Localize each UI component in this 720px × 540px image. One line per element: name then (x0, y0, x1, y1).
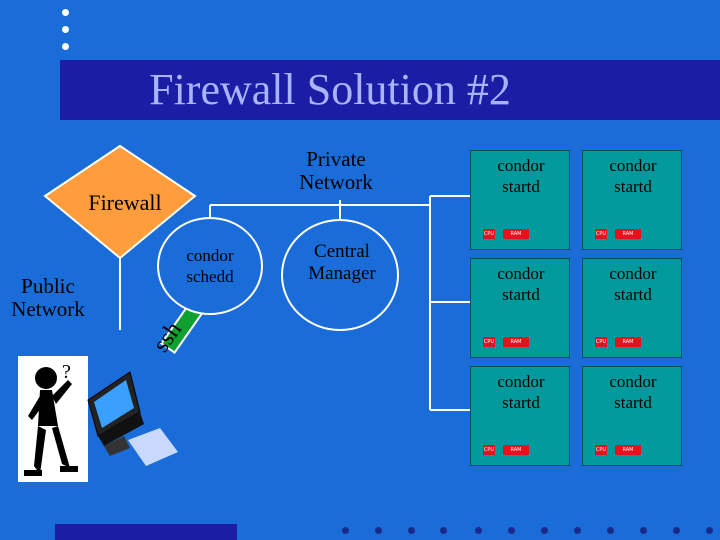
startd-line2: startd (614, 285, 652, 304)
startd-line2: startd (614, 393, 652, 412)
central-manager-label: Central Manager (292, 241, 392, 285)
schedd-label: condor schedd (168, 245, 252, 287)
decor-dot (475, 527, 482, 534)
decor-dot (440, 527, 447, 534)
startd-node: condor startd CPU RAM (470, 366, 570, 466)
decor-dot (375, 527, 382, 534)
bottom-bar (55, 524, 237, 540)
central-manager-oval (281, 219, 399, 331)
startd-node: condor startd CPU RAM (470, 150, 570, 250)
cpu-chip: CPU (595, 337, 607, 347)
ram-chip: RAM (615, 229, 641, 239)
decor-dot (62, 43, 69, 50)
cpu-chip: CPU (483, 337, 495, 347)
decor-dot (607, 527, 614, 534)
decor-dot (342, 527, 349, 534)
ram-chip: RAM (615, 445, 641, 455)
central-manager-line1: Central (314, 241, 370, 262)
public-network-line1: Public (21, 274, 75, 298)
ram-chip: RAM (503, 229, 529, 239)
public-network-label: Public Network (0, 275, 96, 321)
ram-chip: RAM (503, 445, 529, 455)
schedd-oval (157, 217, 263, 315)
decor-dot (706, 527, 713, 534)
startd-node-label: condor startd (583, 155, 683, 197)
decor-dot (640, 527, 647, 534)
private-network-label: Private Network (276, 148, 396, 194)
decor-dot (408, 527, 415, 534)
startd-line2: startd (614, 177, 652, 196)
decor-dot (62, 9, 69, 16)
startd-line1: condor (609, 372, 657, 391)
startd-node-label: condor startd (583, 371, 683, 413)
startd-line1: condor (609, 264, 657, 283)
startd-line1: condor (497, 264, 545, 283)
confused-user-icon: ? (18, 356, 88, 482)
startd-node-label: condor startd (583, 263, 683, 305)
startd-line2: startd (502, 285, 540, 304)
decor-dot (508, 527, 515, 534)
public-network-line2: Network (11, 297, 85, 321)
startd-line1: condor (497, 372, 545, 391)
startd-node-label: condor startd (471, 263, 571, 305)
svg-text:?: ? (62, 361, 71, 383)
schedd-line2: schedd (186, 267, 234, 286)
decor-dot (541, 527, 548, 534)
startd-node: condor startd CPU RAM (470, 258, 570, 358)
decor-dot (62, 26, 69, 33)
private-network-line2: Network (299, 170, 373, 194)
schedd-line1: condor (186, 246, 234, 265)
startd-node-label: condor startd (471, 155, 571, 197)
startd-line1: condor (497, 156, 545, 175)
firewall-label: Firewall (88, 190, 162, 215)
startd-node-label: condor startd (471, 371, 571, 413)
central-manager-line2: Manager (308, 263, 376, 284)
decor-dot (673, 527, 680, 534)
decor-dot (574, 527, 581, 534)
private-network-line1: Private (306, 147, 366, 171)
startd-node: condor startd CPU RAM (582, 150, 682, 250)
ram-chip: RAM (503, 337, 529, 347)
slide-title: Firewall Solution #2 (149, 65, 511, 114)
startd-line2: startd (502, 393, 540, 412)
cpu-chip: CPU (483, 229, 495, 239)
cpu-chip: CPU (595, 445, 607, 455)
cpu-chip: CPU (483, 445, 495, 455)
title-bar (60, 60, 720, 120)
startd-line2: startd (502, 177, 540, 196)
startd-node: condor startd CPU RAM (582, 258, 682, 358)
startd-node: condor startd CPU RAM (582, 366, 682, 466)
cpu-chip: CPU (595, 229, 607, 239)
startd-line1: condor (609, 156, 657, 175)
ram-chip: RAM (615, 337, 641, 347)
